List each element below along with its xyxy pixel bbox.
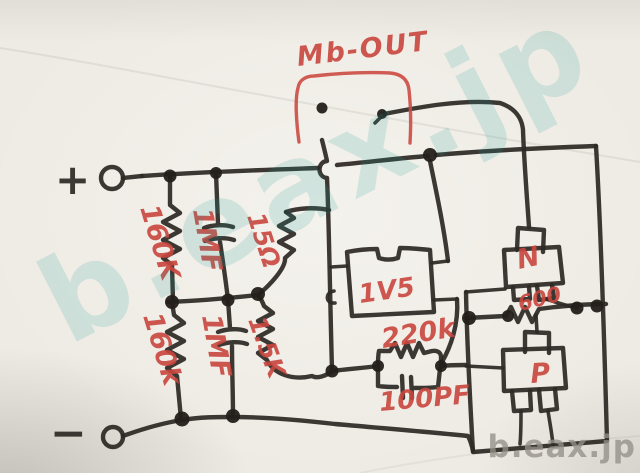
wire-branch-to-15ohm xyxy=(283,206,332,215)
minus-sign: − xyxy=(50,408,87,459)
minus-terminal xyxy=(100,424,126,450)
transistor-p-body xyxy=(464,313,569,447)
wire-top-rail xyxy=(139,143,599,179)
ic-box xyxy=(325,245,459,319)
label-resistor-15ohm: 15Ω xyxy=(241,209,286,271)
circuit-ink: + − xyxy=(50,99,610,459)
plus-sign: + xyxy=(55,155,90,204)
label-resistor-1_5k: 1.5K xyxy=(242,312,292,383)
label-transistor-p: P xyxy=(529,358,551,390)
junction-dots xyxy=(163,148,604,427)
resistor-600-body xyxy=(463,301,609,325)
capacitor-1mf-upper-body xyxy=(201,170,237,303)
resistor-160k-lower-body xyxy=(164,299,187,422)
output-connector-terminals xyxy=(316,102,387,125)
wire-middle-rail xyxy=(165,292,261,305)
wire-dot-to-ic xyxy=(427,158,451,264)
resistor-1_5k-body xyxy=(255,292,335,380)
output-connector-box xyxy=(294,70,413,145)
wire-ic-to-node xyxy=(439,296,460,365)
red-annotations: Mb-OUT 160K 1MF 15Ω 160k 1MF 1.5K 1V5 22… xyxy=(133,26,563,418)
label-output: Mb-OUT xyxy=(295,26,431,73)
wire-plus-lead xyxy=(120,173,145,181)
resistor-15ohm-body xyxy=(255,209,297,298)
plus-terminal xyxy=(98,164,126,192)
resistor-160k-upper-body xyxy=(160,174,183,304)
label-capacitor-1mf-upper: 1MF xyxy=(186,206,228,275)
capacitor-1mf-lower-body xyxy=(215,297,250,419)
wire-out-right-route xyxy=(381,99,532,230)
label-ic: 1V5 xyxy=(357,272,417,310)
wire-out-left-down xyxy=(317,137,335,373)
wire-right-edge xyxy=(463,143,610,455)
